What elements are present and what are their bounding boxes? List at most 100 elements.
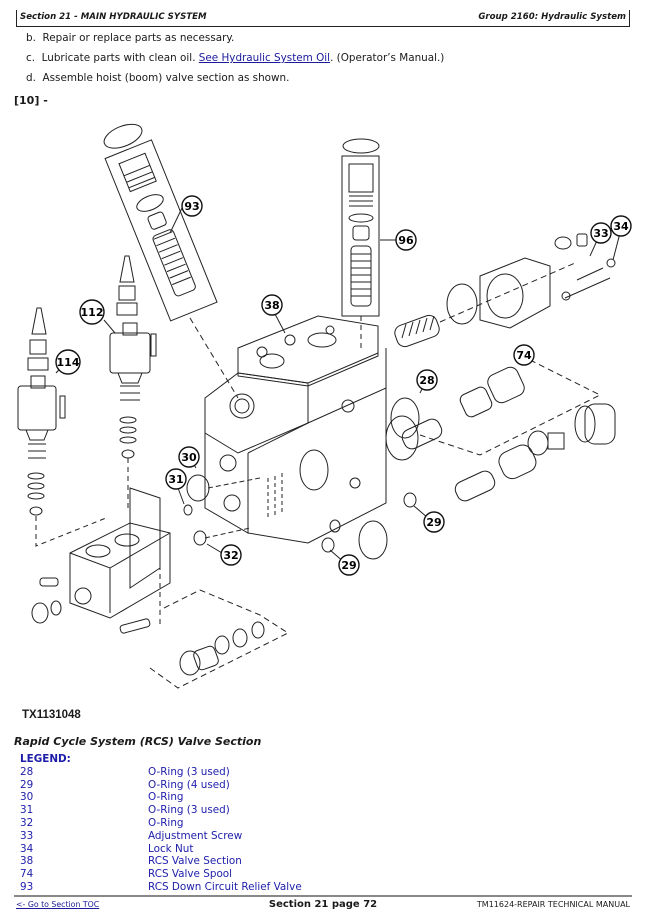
legend-item-description: O-Ring: [148, 816, 184, 829]
svg-text:28: 28: [419, 374, 434, 387]
legend-item-description: O-Ring (3 used): [148, 804, 230, 817]
callout-28: 28: [416, 369, 438, 391]
legend-item-number: 38: [20, 855, 34, 868]
legend-item-number: 29: [20, 778, 34, 791]
page-header: Section 21 - MAIN HYDRAULIC SYSTEM Group…: [16, 10, 630, 27]
callout-33: 33: [590, 222, 612, 244]
legend-item-number: 31: [20, 804, 34, 817]
legend-item-number: 93: [20, 880, 34, 893]
legend-item: 31 O-Ring (3 used): [20, 804, 302, 817]
callout-114: 114: [55, 349, 81, 375]
callout-74: 74: [513, 344, 535, 366]
legend-item: 74 RCS Valve Spool: [20, 868, 302, 881]
exploded-view-diagram: 93 96 33 34 112 114 38 74 28 30 31 32 29…: [17, 123, 632, 689]
o-ring-32: [193, 530, 207, 546]
rcs-end-housing: [394, 233, 616, 348]
legend-item: 93 RCS Down Circuit Relief Valve: [20, 881, 302, 894]
o-ring-29c: [358, 520, 388, 560]
legend-item-number: 28: [20, 765, 34, 778]
relief-valve-93-assembly: [103, 123, 218, 322]
callout-32: 32: [220, 544, 242, 566]
svg-text:32: 32: [223, 549, 238, 562]
callout-34: 34: [610, 215, 632, 237]
legend-item: 32 O-Ring: [20, 817, 302, 830]
callout-29-right: 29: [423, 511, 445, 533]
hydraulic-oil-link[interactable]: See Hydraulic System Oil: [198, 52, 331, 64]
relief-valve-96-assembly: [341, 138, 380, 317]
svg-text:96: 96: [398, 234, 414, 247]
step-suffix: . (Operator’s Manual.): [330, 52, 445, 64]
solenoid-114: [17, 307, 66, 516]
figure-id: TX1131048: [22, 709, 81, 721]
svg-text:29: 29: [426, 516, 441, 529]
solenoid-112: [109, 255, 157, 459]
legend-item-number: 74: [20, 868, 34, 881]
step-b: b. Repair or replace parts as necessary.: [26, 28, 444, 48]
svg-text:74: 74: [516, 349, 532, 362]
lower-check-valve: [149, 589, 290, 689]
section-title: Section 21 - MAIN HYDRAULIC SYSTEM: [16, 10, 207, 27]
manual-title: TM11624-REPAIR TECHNICAL MANUAL: [476, 900, 630, 909]
svg-text:93: 93: [184, 200, 199, 213]
callout-93: 93: [181, 195, 203, 217]
callouts: 93 96 33 34 112 114 38 74 28 30 31 32 29…: [55, 195, 632, 576]
svg-text:29: 29: [341, 559, 356, 572]
legend-item-description: O-Ring (3 used): [148, 765, 230, 778]
o-ring-29d: [329, 519, 341, 533]
legend-item-description: O-Ring: [148, 791, 184, 804]
svg-text:30: 30: [181, 451, 197, 464]
o-ring-31: [183, 504, 193, 516]
svg-text:38: 38: [264, 299, 279, 312]
step-prefix: c.: [26, 52, 36, 64]
page-number: Section 21 page 72: [268, 899, 378, 910]
svg-text:114: 114: [57, 356, 80, 369]
legend-item-description: Lock Nut: [148, 842, 194, 855]
legend-title: LEGEND:: [20, 753, 71, 765]
figure-caption: Rapid Cycle System (RCS) Valve Section: [14, 735, 262, 748]
svg-text:112: 112: [81, 306, 104, 319]
svg-text:31: 31: [168, 473, 183, 486]
procedure-steps: b. Repair or replace parts as necessary.…: [26, 28, 444, 88]
legend-item: 28 O-Ring (3 used): [20, 766, 302, 779]
legend-item-description: RCS Down Circuit Relief Valve: [148, 880, 302, 893]
legend-item-description: RCS Valve Spool: [148, 868, 233, 881]
step-text: Repair or replace parts as necessary.: [42, 32, 235, 44]
o-ring-28: [390, 397, 420, 439]
legend-item: 29 O-Ring (4 used): [20, 779, 302, 792]
step-prefix: d.: [26, 72, 36, 84]
legend-item: 30 O-Ring: [20, 791, 302, 804]
legend-item: 34 Lock Nut: [20, 843, 302, 856]
callout-112: 112: [79, 299, 105, 325]
section-toc-link[interactable]: <- Go to Section TOC: [16, 900, 100, 909]
group-title: Group 2160: Hydraulic System: [478, 10, 630, 27]
footer-divider: [14, 895, 632, 897]
o-ring-30: [186, 474, 210, 502]
callout-38: 38: [261, 294, 283, 316]
legend-item-number: 32: [20, 816, 34, 829]
step-d: d. Assemble hoist (boom) valve section a…: [26, 68, 444, 88]
svg-text:33: 33: [593, 227, 608, 240]
legend-item-number: 34: [20, 842, 34, 855]
legend-item-number: 33: [20, 829, 34, 842]
legend-item: 38 RCS Valve Section: [20, 855, 302, 868]
step-c: c. Lubricate parts with clean oil. See H…: [26, 48, 444, 68]
callout-96: 96: [395, 229, 417, 251]
callout-30: 30: [178, 446, 200, 468]
callout-29-bottom: 29: [338, 554, 360, 576]
svg-text:34: 34: [613, 220, 629, 233]
o-ring-29b: [321, 537, 335, 553]
legend-item: 33 Adjustment Screw: [20, 830, 302, 843]
o-ring-29a: [403, 492, 417, 508]
step-text: Lubricate parts with clean oil.: [41, 52, 199, 64]
step-prefix: b.: [26, 32, 36, 44]
reference-marker: [10] -: [14, 94, 48, 107]
callout-31: 31: [165, 468, 187, 490]
rcs-valve-section-38: [204, 315, 387, 544]
legend-item-description: RCS Valve Section: [148, 855, 242, 868]
legend-item-description: Adjustment Screw: [148, 829, 243, 842]
legend-item-description: O-Ring (4 used): [148, 778, 230, 791]
step-text: Assemble hoist (boom) valve section as s…: [42, 72, 290, 84]
legend-item-number: 30: [20, 791, 34, 804]
solenoid-mounting-block: [31, 487, 171, 634]
